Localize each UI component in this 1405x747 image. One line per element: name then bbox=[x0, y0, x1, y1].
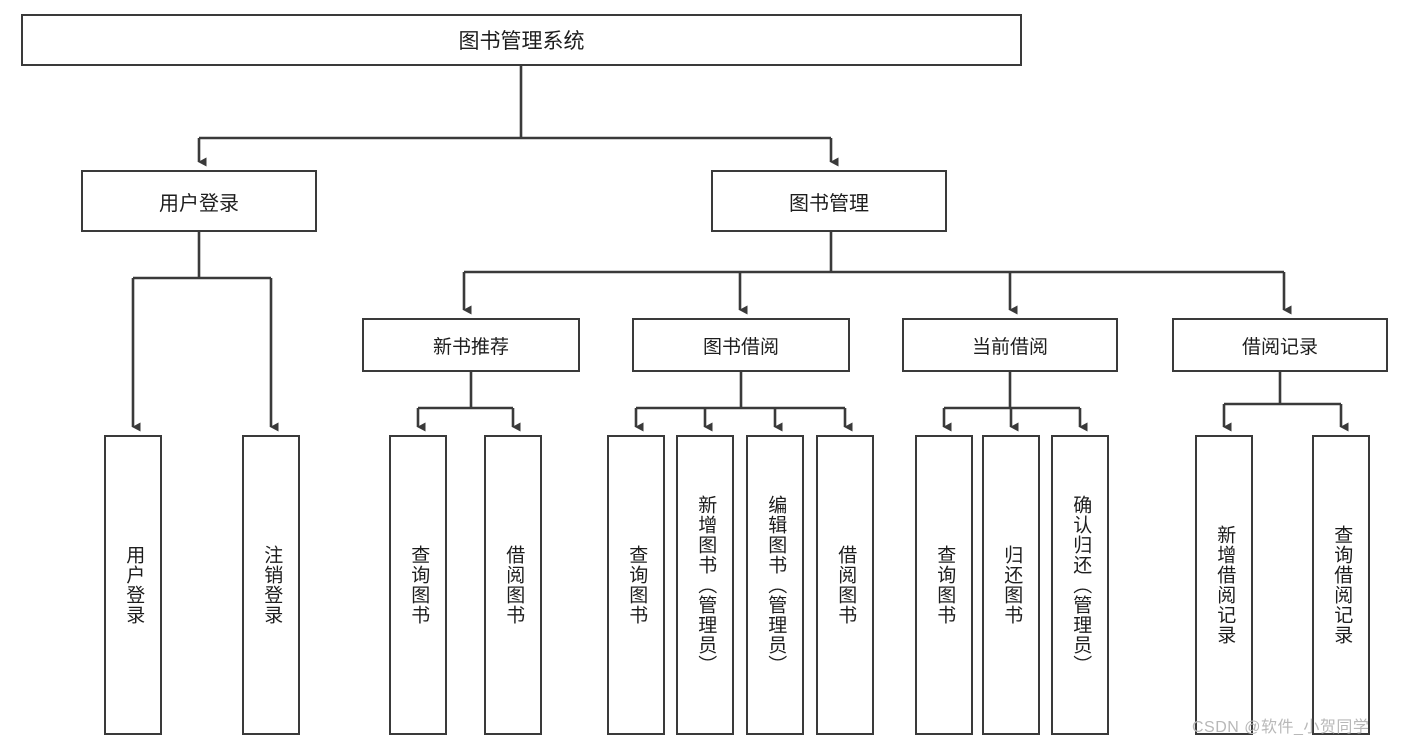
node-current-borrow-label: 当前借阅 bbox=[971, 336, 1048, 358]
leaf-current-borrow-2[interactable]: 归还图书 bbox=[982, 435, 1040, 735]
node-borrow-record[interactable]: 借阅记录 bbox=[1172, 318, 1388, 372]
leaf-new-book-rec-2[interactable]: 借阅图书 bbox=[484, 435, 542, 735]
leaf-label: 新增借阅记录 bbox=[1214, 525, 1236, 645]
node-book-borrow-label: 图书借阅 bbox=[702, 336, 779, 358]
leaf-label: 查询图书 bbox=[934, 545, 956, 625]
leaf-book-borrow-3[interactable]: 编辑图书（管理员） bbox=[746, 435, 804, 735]
node-book-borrow[interactable]: 图书借阅 bbox=[632, 318, 850, 372]
leaf-book-borrow-1[interactable]: 查询图书 bbox=[607, 435, 665, 735]
leaf-book-borrow-4[interactable]: 借阅图书 bbox=[816, 435, 874, 735]
node-user-login-label: 用户登录 bbox=[159, 192, 239, 215]
leaf-borrow-record-1[interactable]: 新增借阅记录 bbox=[1195, 435, 1253, 735]
leaf-user-login-2[interactable]: 注销登录 bbox=[242, 435, 300, 735]
leaf-label: 归还图书 bbox=[1001, 545, 1023, 625]
leaf-borrow-record-2[interactable]: 查询借阅记录 bbox=[1312, 435, 1370, 735]
node-borrow-record-label: 借阅记录 bbox=[1241, 336, 1318, 358]
node-root[interactable]: 图书管理系统 bbox=[21, 14, 1022, 66]
node-book-manage[interactable]: 图书管理 bbox=[711, 170, 947, 232]
leaf-current-borrow-1[interactable]: 查询图书 bbox=[915, 435, 973, 735]
leaf-label: 查询借阅记录 bbox=[1331, 525, 1353, 645]
leaf-label: 查询图书 bbox=[408, 545, 430, 625]
leaf-label: 编辑图书（管理员） bbox=[765, 495, 787, 675]
node-new-book-rec[interactable]: 新书推荐 bbox=[362, 318, 580, 372]
leaf-current-borrow-3[interactable]: 确认归还（管理员） bbox=[1051, 435, 1109, 735]
leaf-new-book-rec-1[interactable]: 查询图书 bbox=[389, 435, 447, 735]
leaf-user-login-1[interactable]: 用户登录 bbox=[104, 435, 162, 735]
leaf-label: 新增图书（管理员） bbox=[695, 495, 717, 675]
leaf-label: 注销登录 bbox=[261, 545, 283, 625]
leaf-label: 借阅图书 bbox=[503, 545, 525, 625]
leaf-book-borrow-2[interactable]: 新增图书（管理员） bbox=[676, 435, 734, 735]
leaf-label: 借阅图书 bbox=[835, 545, 857, 625]
watermark: CSDN @软件_小贺同学 bbox=[1192, 719, 1370, 736]
leaf-label: 查询图书 bbox=[626, 545, 648, 625]
node-current-borrow[interactable]: 当前借阅 bbox=[902, 318, 1118, 372]
node-user-login[interactable]: 用户登录 bbox=[81, 170, 317, 232]
node-root-label: 图书管理系统 bbox=[458, 30, 585, 53]
leaf-label: 用户登录 bbox=[123, 545, 145, 625]
node-new-book-rec-label: 新书推荐 bbox=[432, 336, 509, 358]
leaf-label: 确认归还（管理员） bbox=[1070, 495, 1092, 675]
node-book-manage-label: 图书管理 bbox=[789, 192, 869, 215]
